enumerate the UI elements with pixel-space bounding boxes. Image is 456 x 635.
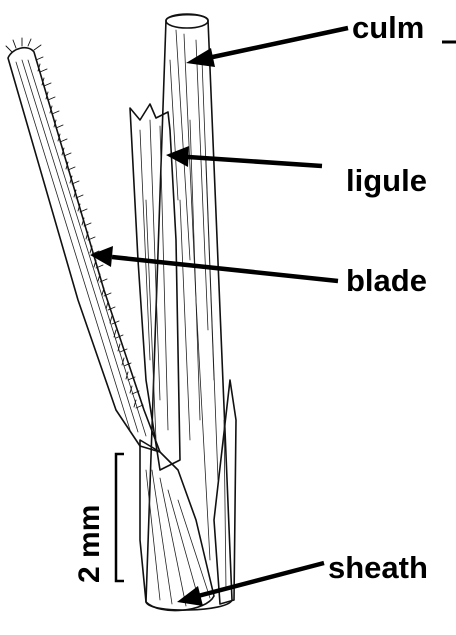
culm-illustration xyxy=(146,14,232,610)
blade-label: blade xyxy=(346,263,427,298)
culm-label: culm xyxy=(352,10,424,45)
sheath-illustration xyxy=(140,380,236,611)
ligule-illustration xyxy=(130,104,180,470)
scale-bar xyxy=(116,454,124,581)
blade-arrow xyxy=(90,246,338,281)
scale-bar-label: 2 mm xyxy=(73,505,106,583)
sheath-label: sheath xyxy=(328,550,428,585)
culm-arrow xyxy=(186,28,348,67)
sheath-arrow xyxy=(177,563,324,606)
ligule-label: ligule xyxy=(346,163,427,198)
